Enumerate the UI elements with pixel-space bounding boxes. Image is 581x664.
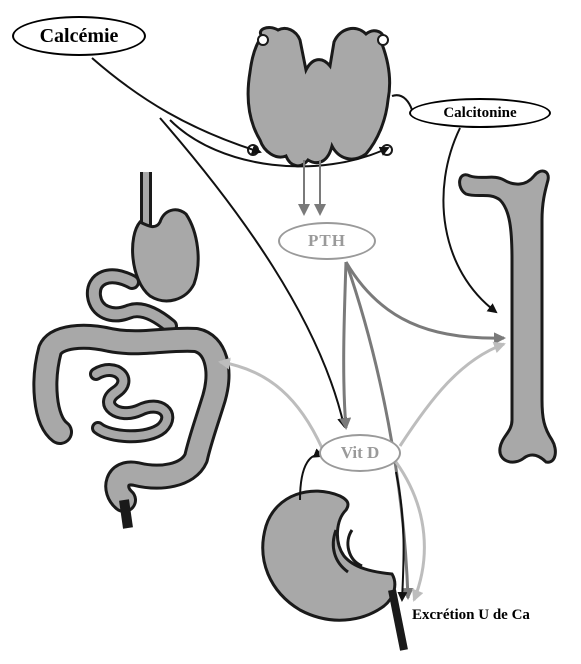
vit-d-label: Vit D (319, 434, 401, 472)
kidney-icon (263, 491, 404, 650)
calcemie-label: Calcémie (12, 16, 146, 56)
bone-icon (460, 171, 556, 462)
excretion-label: Excrétion U de Ca (412, 607, 530, 624)
calcitonine-label: Calcitonine (409, 98, 551, 128)
pth-label: PTH (278, 222, 376, 260)
digestive-tract-icon (45, 172, 217, 528)
thyroid-icon (248, 28, 392, 166)
